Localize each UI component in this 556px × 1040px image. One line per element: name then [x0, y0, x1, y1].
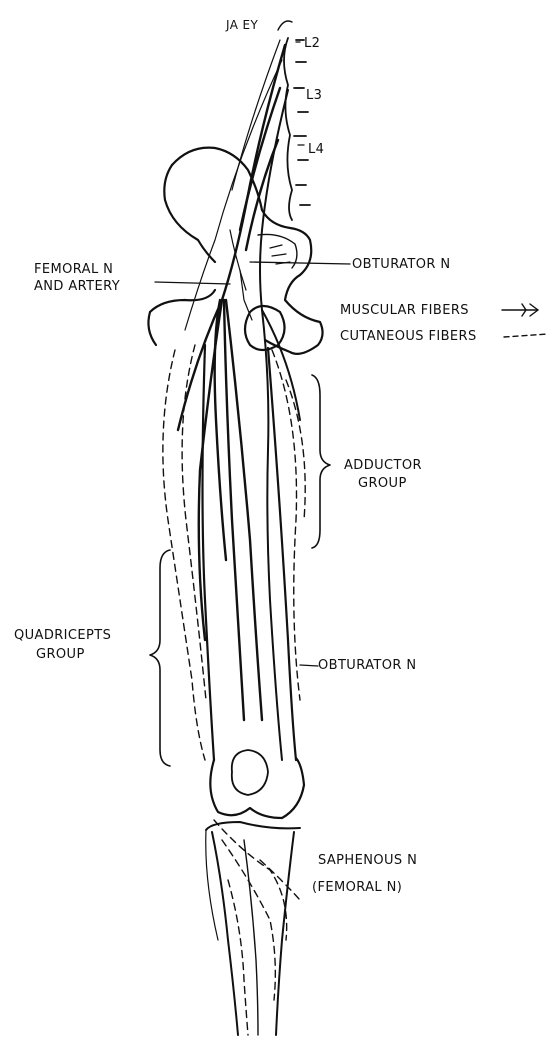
- label-quadriceps-group-line2: GROUP: [36, 647, 85, 662]
- legend-cutaneous-fibers: CUTANEOUS FIBERS: [340, 329, 477, 344]
- adductor-brace: [312, 375, 330, 548]
- vertebra-label-l2: L2: [304, 36, 320, 51]
- legend-muscular-symbol: [502, 304, 538, 316]
- label-adductor-group-line1: ADDUCTOR: [344, 458, 422, 473]
- label-femoral-nerve-line1: FEMORAL N: [34, 262, 113, 277]
- legend-muscular-fibers: MUSCULAR FIBERS: [340, 303, 469, 318]
- quadriceps-brace: [150, 550, 170, 766]
- legend-cutaneous-symbol: [504, 334, 548, 337]
- artist-signature: JA EY: [226, 18, 258, 33]
- tibia-fibula: [206, 822, 300, 1035]
- label-saphenous-nerve-line1: SAPHENOUS N: [318, 853, 417, 868]
- vertebra-label-l3: L3: [306, 88, 322, 103]
- vertebra-label-l4: L4: [308, 142, 324, 157]
- label-femoral-nerve-line2: AND ARTERY: [34, 279, 120, 294]
- label-quadriceps-group-line1: QUADRICEPTS: [14, 628, 111, 643]
- label-saphenous-nerve-line2: (FEMORAL N): [312, 880, 402, 895]
- label-adductor-group-line2: GROUP: [358, 476, 407, 491]
- femoral-nerve: [178, 45, 285, 720]
- label-obturator-nerve-lower: OBTURATOR N: [318, 658, 416, 673]
- label-obturator-nerve-upper: OBTURATOR N: [352, 257, 450, 272]
- obturator-nerve: [260, 90, 300, 760]
